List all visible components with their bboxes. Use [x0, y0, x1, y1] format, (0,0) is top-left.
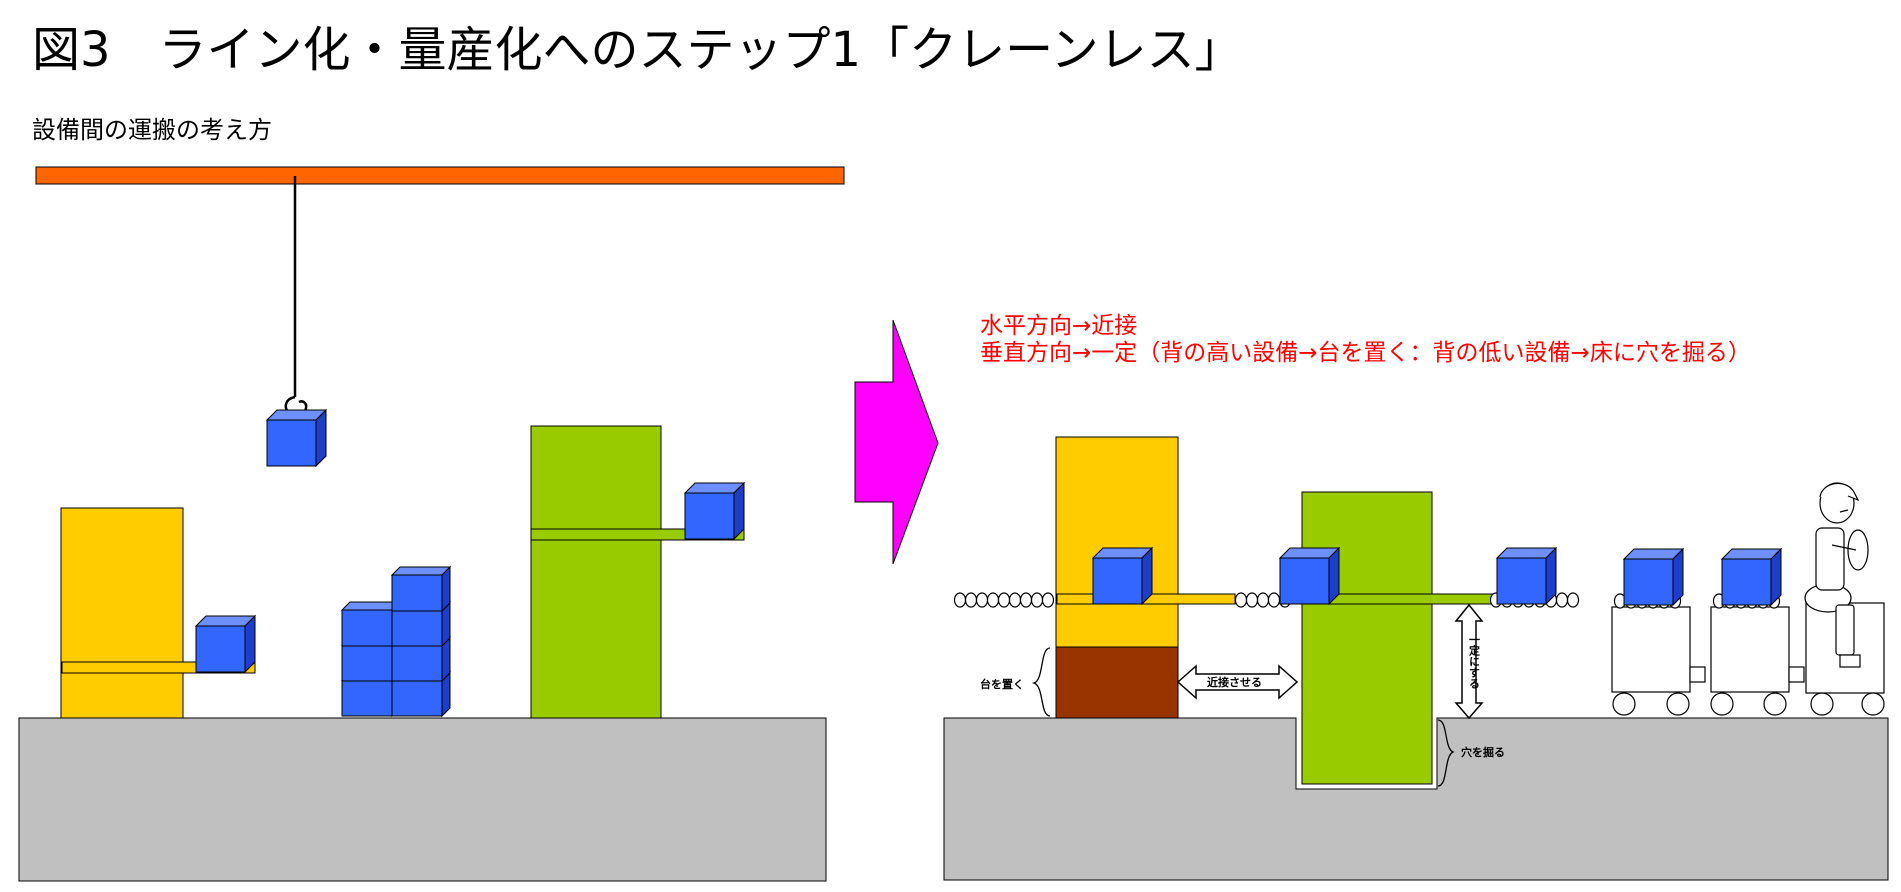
roller [1019, 592, 1033, 608]
bring-closer-arrow [1176, 664, 1299, 700]
stacked-boxes [341, 566, 451, 717]
roller [1245, 592, 1259, 608]
stacked-box [341, 601, 401, 647]
label-place-stand: 台を置く [980, 677, 1024, 691]
roller [1267, 592, 1281, 608]
cart-wheel [1666, 692, 1690, 716]
page-subtitle: 設備間の運搬の考え方 [32, 116, 272, 144]
box-on-conveyor-end [1496, 547, 1557, 605]
note-horizontal: 水平方向→近接 [980, 313, 1137, 339]
roller [1256, 592, 1270, 608]
short-equipment-right [1301, 491, 1433, 785]
right-arrow-icon [854, 319, 939, 565]
note-vertical: 垂直方向→一定（背の高い設備→台を置く：背の低い設備→床に穴を掘る） [980, 340, 1751, 366]
box-on-cart [1623, 548, 1684, 606]
box-on-cart [1721, 548, 1782, 606]
label-dig-hole: 穴を掘る [1461, 745, 1505, 759]
roller [1030, 592, 1044, 608]
roller [1008, 592, 1022, 608]
tall-equipment-right [1055, 436, 1179, 648]
hanging-box [266, 409, 327, 467]
cart-wheel [1763, 692, 1787, 716]
box-on-short-shelf-right [1279, 547, 1340, 605]
cart-wheel [1612, 692, 1636, 716]
page-title: 図3 ライン化・量産化へのステップ1「クレーンレス」 [32, 22, 1243, 78]
roller [1041, 592, 1055, 608]
box-on-short-shelf-left [684, 482, 745, 540]
tall-equipment-shelf-left [61, 661, 256, 674]
roller [1234, 592, 1248, 608]
short-equipment-left [530, 425, 662, 719]
box-on-tall-shelf-left [195, 615, 256, 673]
roller [997, 592, 1011, 608]
cart-train [1611, 482, 1885, 716]
cart-wheel [1710, 692, 1734, 716]
cart-coupler [1788, 666, 1805, 683]
floor-left [18, 717, 827, 882]
left-scene [18, 166, 845, 882]
box-on-tall-shelf-right [1092, 547, 1153, 605]
roller [953, 592, 967, 608]
short-equipment-shelf-left [530, 528, 745, 541]
cart-wheel [1861, 692, 1885, 716]
floor-right [943, 717, 1889, 881]
brace-hole [1437, 719, 1455, 787]
tall-equipment-left [60, 507, 184, 719]
roller [1566, 592, 1580, 608]
cart-coupler [1689, 666, 1706, 683]
roller [986, 592, 1000, 608]
crane-rail [35, 166, 845, 185]
right-scene: 台を置く 近接させる 一定にする 穴を掘る [943, 436, 1889, 881]
stacked-box [391, 566, 451, 612]
cart [1611, 606, 1691, 693]
person-icon [1804, 482, 1869, 668]
stand [1055, 646, 1179, 719]
roller [1555, 592, 1569, 608]
brace-stand [1031, 647, 1051, 717]
roller [964, 592, 978, 608]
roller [975, 592, 989, 608]
label-keep-constant: 一定にする [1468, 634, 1481, 690]
cart [1710, 606, 1790, 693]
cart-wheel [1810, 692, 1834, 716]
label-bring-closer: 近接させる [1207, 675, 1262, 689]
keep-constant-arrow [1454, 603, 1484, 720]
